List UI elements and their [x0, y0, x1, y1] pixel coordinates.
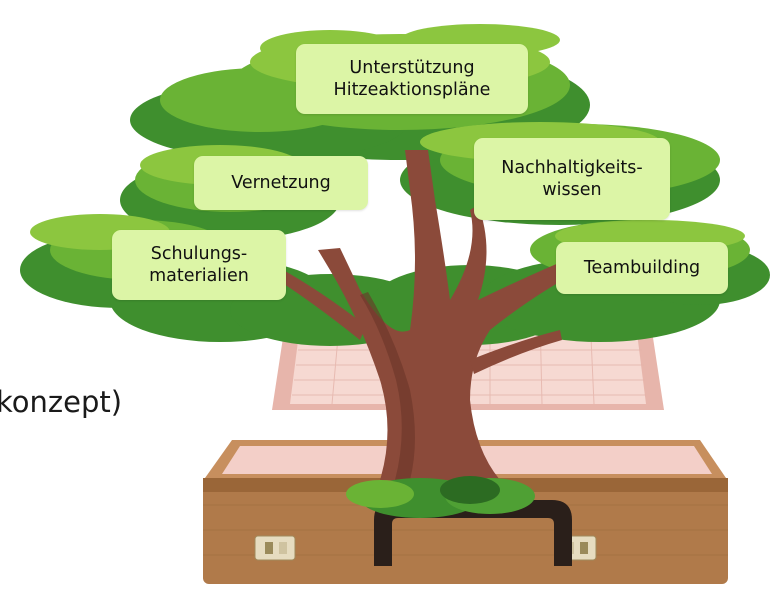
- label-vernetzung: Vernetzung: [194, 156, 368, 210]
- bushes: [346, 476, 535, 518]
- partial-side-text: konzept): [0, 385, 123, 419]
- suitcase-base: [203, 440, 728, 584]
- label-teambuilding: Teambuilding: [556, 242, 728, 294]
- label-text: Unterstützung Hitzeaktionspläne: [333, 58, 491, 100]
- tree-trunk-shade: [360, 292, 415, 480]
- label-text: Nachhaltigkeits- wissen: [501, 158, 643, 200]
- label-text: Vernetzung: [231, 173, 331, 193]
- label-schulungsmaterialien: Schulungs- materialien: [112, 230, 286, 300]
- label-text: Schulungs- materialien: [149, 244, 249, 286]
- label-text: Teambuilding: [583, 258, 701, 278]
- tree-trunk: [270, 150, 596, 480]
- label-unterstuetzung-hitzeaktionsplaene: Unterstützung Hitzeaktionspläne: [296, 44, 528, 114]
- label-nachhaltigkeitswissen: Nachhaltigkeits- wissen: [474, 138, 670, 220]
